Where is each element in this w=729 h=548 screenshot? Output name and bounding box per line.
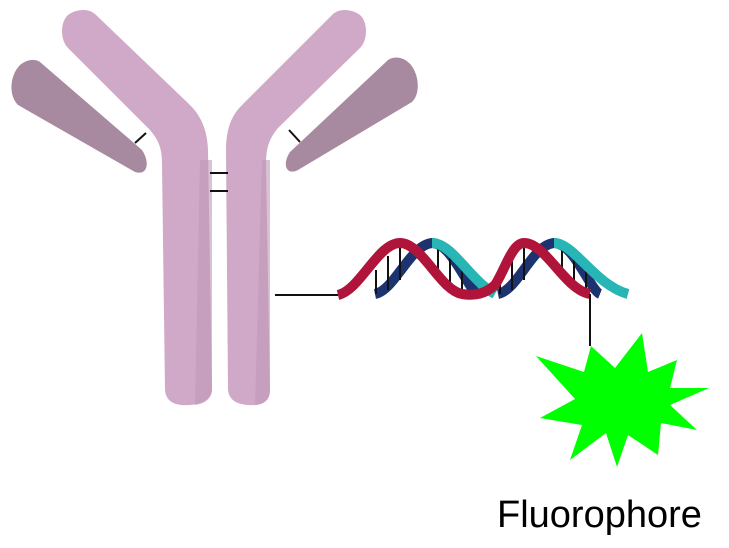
fluorophore-star-icon — [536, 333, 709, 467]
antibody-icon — [11, 9, 418, 406]
fluorophore-label: Fluorophore — [497, 494, 702, 536]
dna-helix-icon — [336, 237, 630, 300]
